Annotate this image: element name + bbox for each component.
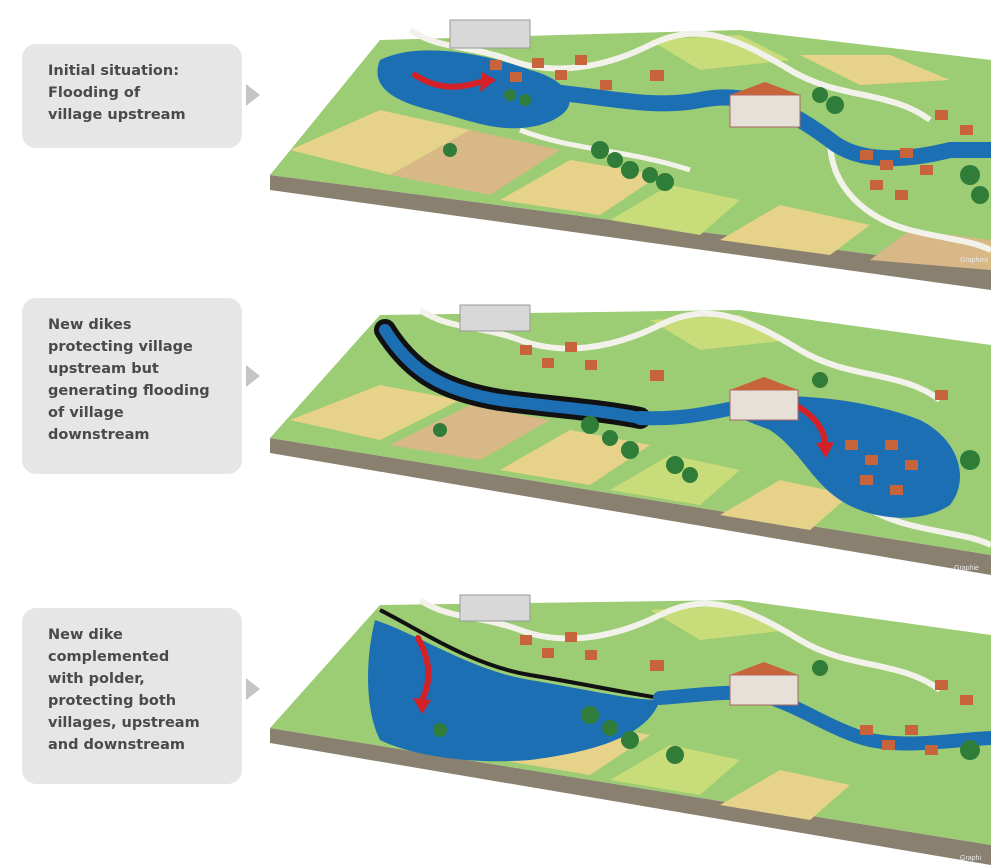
flow-arrow-head-icon	[480, 72, 496, 92]
caption-text: New dike complemented with polder, prote…	[48, 627, 200, 753]
landscape-illustration: Graphies	[270, 19, 991, 290]
caption-box: New dikes protecting village upstream bu…	[22, 298, 242, 474]
flow-arrow-icon	[415, 635, 432, 703]
field	[720, 480, 850, 530]
trees	[433, 372, 980, 483]
flow-arrow-head-icon	[413, 698, 431, 714]
trees	[581, 660, 980, 764]
terrain-base-side	[270, 175, 991, 290]
field	[650, 35, 790, 70]
caption-pointer-icon	[246, 84, 260, 106]
terrain-base-side	[270, 438, 991, 575]
landscape-illustration: Graphi	[270, 594, 991, 865]
factory	[729, 389, 799, 421]
caption-box: Initial situation: Flooding of village u…	[22, 44, 242, 148]
road	[418, 307, 942, 403]
dike	[379, 608, 661, 700]
road	[408, 27, 932, 123]
village-upstream-houses	[520, 342, 664, 381]
trees	[443, 87, 989, 204]
credit-label: Graphies	[960, 257, 989, 264]
flooded-area	[377, 50, 570, 129]
field	[290, 110, 470, 175]
credit-label: Graphi	[960, 855, 981, 862]
panel-initial-situation: Initial situation: Flooding of village u…	[0, 0, 991, 290]
village-upstream-houses	[490, 55, 664, 90]
field	[290, 385, 460, 440]
road	[827, 139, 991, 253]
factory	[729, 674, 799, 706]
field	[720, 770, 850, 820]
factory	[459, 304, 531, 332]
road	[418, 597, 942, 693]
tree	[433, 723, 447, 737]
factory	[449, 19, 531, 49]
village-downstream-houses	[860, 110, 973, 200]
field	[800, 55, 950, 85]
caption-box: New dike complemented with polder, prote…	[22, 608, 242, 784]
river	[653, 685, 991, 751]
factory-roof	[730, 662, 798, 675]
field	[610, 745, 740, 795]
field	[390, 405, 550, 460]
field	[610, 455, 740, 505]
factory	[459, 594, 531, 622]
flow-arrow-icon	[412, 72, 483, 90]
caption-text: Initial situation: Flooding of village u…	[48, 63, 186, 123]
caption-text: New dikes protecting village upstream bu…	[48, 317, 210, 443]
field	[720, 205, 870, 255]
landscape-illustration: Graphie	[270, 304, 991, 575]
river	[379, 324, 646, 424]
caption-pointer-icon	[246, 365, 260, 387]
village-downstream-houses	[845, 390, 948, 495]
village-upstream-houses	[520, 632, 664, 671]
field	[610, 185, 740, 235]
factory-roof	[730, 82, 800, 95]
credit-label: Graphie	[954, 565, 979, 572]
field	[500, 160, 660, 215]
factory	[729, 94, 801, 128]
terrain-base-side	[270, 728, 991, 865]
factory-roof	[730, 377, 798, 390]
panel-new-dikes: New dikes protecting village upstream bu…	[0, 290, 991, 580]
field	[390, 130, 560, 195]
panel-dike-with-polder: New dike complemented with polder, prote…	[0, 580, 991, 868]
village-downstream-houses	[860, 680, 973, 755]
caption-pointer-icon	[246, 678, 260, 700]
flow-arrow-head-icon	[816, 442, 834, 458]
